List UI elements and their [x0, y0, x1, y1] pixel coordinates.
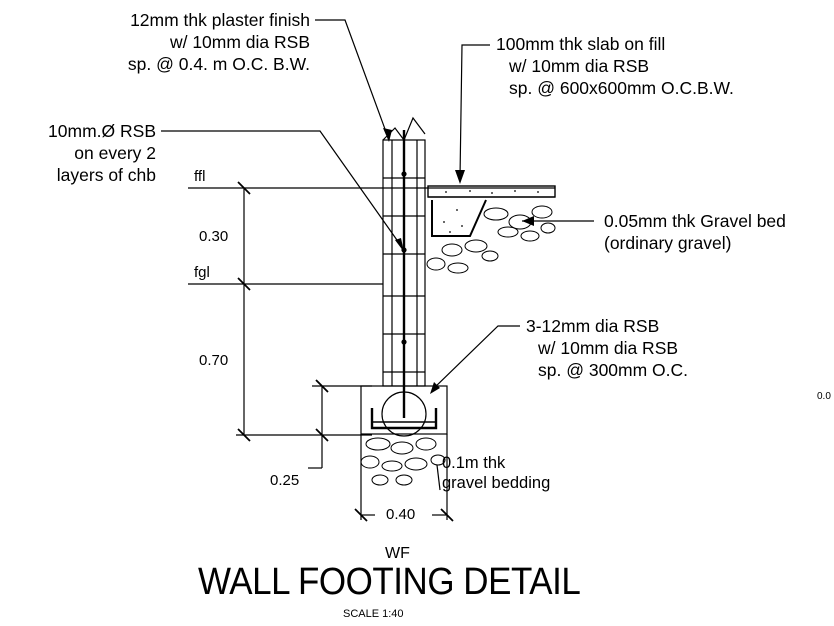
dim-025: 0.25	[270, 472, 300, 489]
leader-slab	[459, 44, 490, 179]
note-gravel-bed: 0.05mm thk Gravel bed (ordinary gravel)	[604, 210, 786, 254]
gravel-bedding	[360, 437, 446, 486]
note-footing-rsb-line2: w/ 10mm dia RSB	[538, 338, 679, 358]
note-rsb-chb: 10mm.Ø RSB on every 2 layers of chb	[10, 120, 156, 186]
stray-text: 0.0	[817, 391, 831, 402]
note-bedding-line2: gravel bedding	[442, 474, 551, 492]
note-slab-line1: 100mm thk slab on fill	[496, 34, 666, 54]
dim-040: 0.40	[386, 506, 416, 523]
note-gravel-bed-line1: 0.05mm thk Gravel bed	[604, 211, 786, 231]
note-rsb-chb-line1: 10mm.Ø RSB	[48, 121, 156, 141]
note-slab: 100mm thk slab on fill w/ 10mm dia RSB s…	[496, 33, 734, 99]
note-footing-rsb: 3-12mm dia RSB w/ 10mm dia RSB sp. @ 300…	[526, 315, 688, 381]
note-footing-rsb-line3: sp. @ 300mm O.C.	[538, 360, 689, 380]
note-plaster: 12mm thk plaster finish w/ 10mm dia RSB …	[40, 9, 310, 75]
note-plaster-line1: 12mm thk plaster finish	[130, 10, 310, 30]
note-bedding-line1: 0.1m thk	[442, 454, 506, 472]
note-plaster-line2: w/ 10mm dia RSB	[169, 32, 310, 52]
note-slab-line2: w/ 10mm dia RSB	[509, 56, 650, 76]
footing	[360, 385, 448, 435]
leader-bedding	[436, 464, 441, 491]
dim-030: 0.30	[199, 228, 229, 245]
note-plaster-line3: sp. @ 0.4. m O.C. B.W.	[127, 54, 310, 74]
footing-bars	[370, 408, 438, 430]
leader-plaster	[315, 19, 390, 141]
leader-footing-rsb	[431, 325, 520, 391]
drawing-scale: SCALE 1:40	[343, 608, 404, 620]
note-gravel-bed-line2: (ordinary gravel)	[604, 233, 732, 253]
drawing-title: WALL FOOTING DETAIL	[198, 561, 581, 603]
dim-070: 0.70	[199, 352, 229, 369]
level-ffl: ffl	[194, 168, 206, 185]
note-bedding: 0.1m thk gravel bedding	[442, 453, 550, 493]
level-fgl: fgl	[194, 264, 210, 281]
note-slab-line3: sp. @ 600x600mm O.C.B.W.	[509, 78, 734, 98]
drawing-tag: WF	[385, 545, 410, 562]
gravel-fill	[426, 205, 556, 274]
note-footing-rsb-line1: 3-12mm dia RSB	[526, 316, 660, 336]
note-rsb-chb-line2: on every 2	[74, 143, 156, 163]
note-rsb-chb-line3: layers of chb	[56, 165, 156, 185]
leader-rsb-chb	[161, 130, 405, 251]
